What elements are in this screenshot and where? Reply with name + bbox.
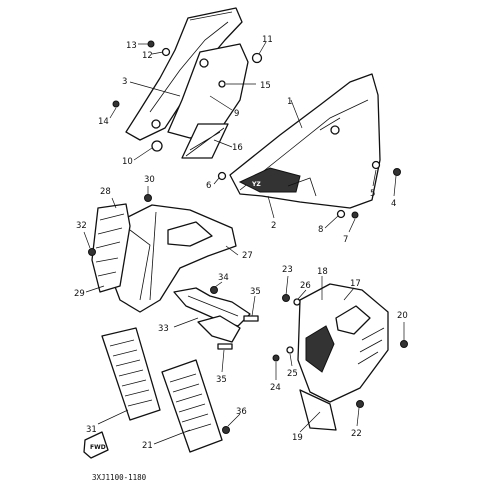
screw-14 [112, 100, 120, 108]
screw-7 [351, 211, 359, 219]
radiator-guard-21 [161, 359, 223, 453]
callout-29: 29 [74, 289, 85, 299]
grille-28 [91, 203, 131, 293]
bolt-35-upper [243, 315, 259, 322]
callout-12: 12 [142, 51, 153, 61]
callout-32: 32 [76, 221, 87, 231]
callout-15: 15 [260, 81, 271, 91]
callout-28: 28 [100, 187, 111, 197]
callout-11: 11 [262, 35, 273, 45]
collar-5 [371, 160, 381, 170]
callout-3: 3 [122, 77, 127, 87]
air-scoop-right [297, 283, 389, 403]
screw-24 [272, 354, 280, 362]
callout-23: 23 [282, 265, 293, 275]
callout-9: 9 [234, 109, 239, 119]
callout-30: 30 [144, 175, 155, 185]
callout-21: 21 [142, 441, 153, 451]
bolt-30 [144, 194, 152, 202]
grille-19 [299, 389, 337, 431]
leader-lines [83, 41, 405, 445]
air-scoop-left [107, 204, 237, 313]
callout-25: 25 [287, 369, 298, 379]
callout-27: 27 [242, 251, 253, 261]
part-code: 3XJ1100-1180 [92, 473, 147, 482]
collar-12 [161, 47, 171, 57]
bolt-34 [210, 286, 218, 294]
collar-25 [286, 346, 294, 354]
callout-19: 19 [292, 433, 303, 443]
bracket-33 [173, 287, 251, 343]
collar-26 [293, 298, 301, 306]
callout-36: 36 [236, 407, 247, 417]
callout-35a: 35 [250, 287, 261, 297]
callout-10: 10 [122, 157, 133, 167]
screw-32 [88, 248, 96, 256]
callout-17: 17 [350, 279, 361, 289]
screw-13 [147, 40, 155, 48]
callout-31: 31 [86, 425, 97, 435]
screw-4 [393, 168, 401, 176]
bolt-22 [356, 400, 364, 408]
callout-26: 26 [300, 281, 311, 291]
collar-6 [217, 171, 227, 181]
callout-34: 34 [218, 273, 229, 283]
bolt-35-lower [217, 343, 233, 350]
callout-18: 18 [317, 267, 328, 277]
side-cover-upper-left [125, 7, 249, 141]
callout-8: 8 [318, 225, 323, 235]
fwd-label: FWD [90, 444, 106, 451]
callout-7: 7 [343, 235, 348, 245]
side-cover-right: YZ [229, 73, 381, 209]
callout-14: 14 [98, 117, 109, 127]
callout-4: 4 [391, 199, 396, 209]
bolt-36 [222, 426, 230, 434]
bolt-23 [282, 294, 290, 302]
washer-15 [218, 80, 226, 88]
callout-6: 6 [206, 181, 211, 191]
callout-33: 33 [158, 324, 169, 334]
damper-11 [251, 52, 263, 64]
callout-labels: 1 2 3 4 5 6 7 8 9 10 11 12 13 14 15 16 1… [74, 35, 408, 451]
callout-24: 24 [270, 383, 281, 393]
radiator-guard-31 [101, 327, 161, 421]
damper-10 [151, 140, 163, 152]
callout-1: 1 [287, 97, 292, 107]
callout-20: 20 [397, 311, 408, 321]
callout-16: 16 [232, 143, 243, 153]
callout-13: 13 [126, 41, 137, 51]
callout-22: 22 [351, 429, 362, 439]
washer-8 [336, 209, 346, 219]
bolt-20 [400, 340, 408, 348]
forward-arrow: FWD [83, 431, 109, 459]
callout-2: 2 [271, 221, 276, 231]
callout-35b: 35 [216, 375, 227, 385]
callout-5: 5 [370, 189, 375, 199]
svg-text:YZ: YZ [251, 181, 261, 188]
